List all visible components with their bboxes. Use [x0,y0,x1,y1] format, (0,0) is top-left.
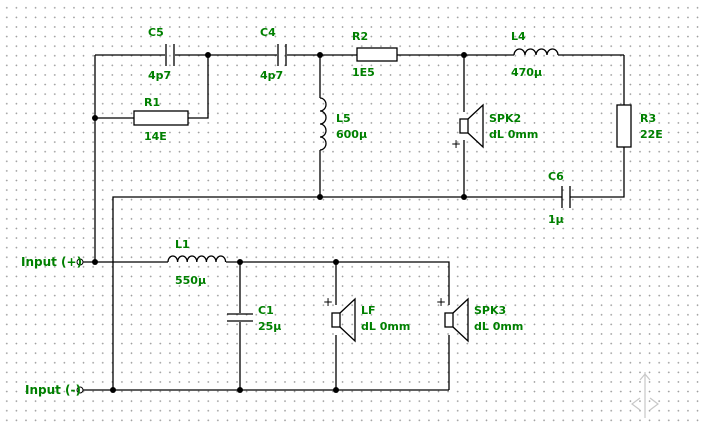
label-r3-value: 22E [640,128,663,141]
label-l5-name: L5 [336,112,351,125]
label-spk3-value: dL 0mm [474,320,523,333]
label-spk3-name: SPK3 [474,304,506,317]
capacitor-c6[interactable] [561,186,571,208]
label-spk2-value: dL 0mm [489,128,538,141]
capacitor-c5[interactable] [165,44,175,66]
polarity-mark-spk3: + [436,295,446,309]
label-spk2-name: SPK2 [489,112,521,125]
label-c5-value: 4p7 [148,69,171,82]
label-l1-value: 550µ [175,274,206,287]
pan-arrows-icon[interactable] [631,372,659,418]
resistor-r3[interactable] [616,104,632,148]
speaker-spk3[interactable]: + [436,295,469,343]
input-negative-terminal[interactable] [76,386,84,394]
inductor-l5[interactable] [319,97,327,151]
junction-dots [92,52,467,393]
wire-r3 [570,55,625,198]
label-c6-value: 1µ [548,213,564,226]
capacitor-c1[interactable] [227,313,253,322]
label-r2-name: R2 [352,30,368,43]
speaker-lf[interactable]: + [323,295,356,343]
label-r3-name: R3 [640,112,656,125]
input-negative-label: Input (-) [25,383,81,397]
polarity-mark-spk2: + [451,137,461,151]
label-c6-name: C6 [548,170,564,183]
input-positive-terminal[interactable] [76,258,84,266]
label-c5-name: C5 [148,26,164,39]
inductor-l1[interactable] [167,255,227,263]
label-l1-name: L1 [175,238,190,251]
resistor-r1[interactable] [133,110,189,126]
speaker-spk2[interactable]: + [451,103,484,151]
label-l4-value: 470µ [511,66,542,79]
label-r1-value: 14E [144,130,167,143]
label-lf-value: dL 0mm [361,320,410,333]
label-c4-value: 4p7 [260,69,283,82]
wire-r1-branch [95,55,209,119]
resistor-r2[interactable] [356,47,398,62]
polarity-mark-lf: + [323,295,333,309]
wire-mid-rail [112,196,562,390]
label-c4-name: C4 [260,26,276,39]
inductor-l4[interactable] [513,48,559,56]
label-lf-name: LF [361,304,376,317]
label-l4-name: L4 [511,30,526,43]
label-c1-value: 25µ [258,320,281,333]
label-r2-value: 1E5 [352,66,375,79]
label-l5-value: 600µ [336,128,367,141]
label-r1-name: R1 [144,96,160,109]
capacitor-c4[interactable] [277,44,287,66]
input-positive-label: Input (+) [21,255,82,269]
label-c1-name: C1 [258,304,274,317]
